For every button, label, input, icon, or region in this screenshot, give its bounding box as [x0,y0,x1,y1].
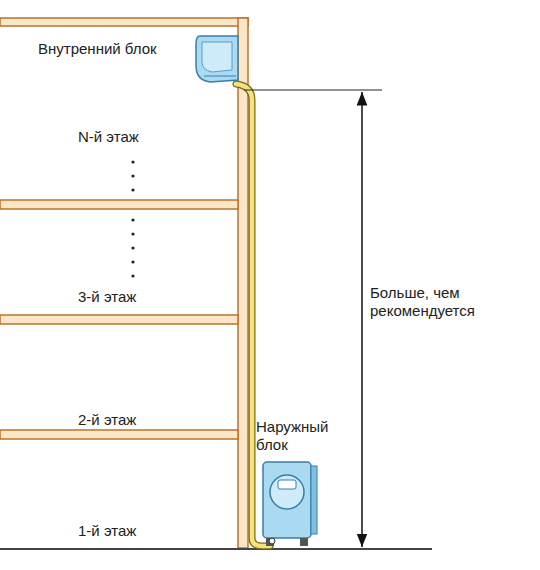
outer-wall [238,18,248,548]
floor-slab [0,315,238,324]
part-name: Наружный блок [256,418,340,454]
floor-slab [0,430,238,439]
dimension-arrow [361,92,363,547]
floor-label: 1-й этаж [78,522,136,540]
floor-label: 2-й этаж [78,411,136,429]
floor-label: 3-й этаж [78,288,136,306]
ground-line [0,548,432,550]
part-name: Внутренний блок [38,40,157,58]
ellipsis-dots [131,160,134,277]
extension-line [244,90,382,91]
outdoor-unit [263,462,317,546]
roof-slab [0,18,248,26]
indoor-unit [196,36,238,82]
floor-slab [0,200,238,209]
dimension-label: Больше, чем рекомендуется [368,284,522,320]
floor-label: N-й этаж [78,128,139,146]
